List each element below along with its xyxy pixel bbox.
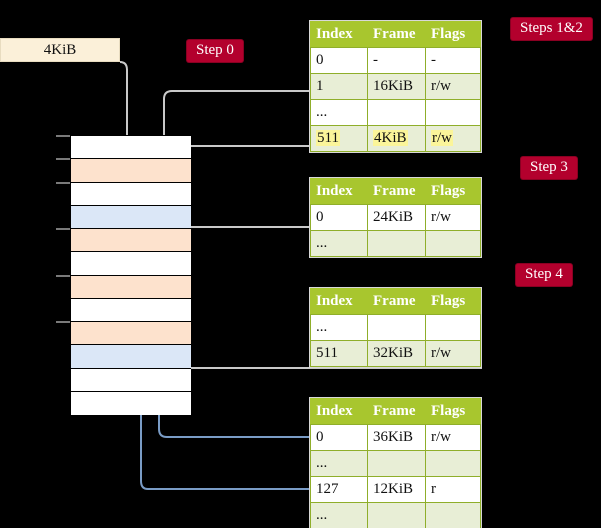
column-header-frame: Frame	[367, 178, 426, 205]
cell-frame	[367, 502, 426, 528]
table-row: 0--	[310, 47, 481, 74]
memory-row-9	[71, 345, 191, 369]
cell-frame	[367, 230, 426, 257]
cell-flags: -	[425, 47, 481, 74]
highlighted-value: 511	[316, 130, 340, 146]
cell-flags	[425, 99, 481, 126]
cell-frame: -	[367, 47, 426, 74]
memory-row-8	[71, 322, 191, 346]
cell-flags	[425, 314, 481, 341]
memory-tick-1	[56, 158, 70, 161]
cell-frame	[367, 450, 426, 477]
memory-row-10	[71, 368, 191, 392]
column-header-index: Index	[310, 21, 368, 48]
cell-flags: r/w	[425, 340, 481, 367]
badge-steps-1-2: Steps 1&2	[511, 18, 592, 40]
cell-index: ...	[310, 230, 368, 257]
cell-index: 0	[310, 47, 368, 74]
table-row: ...	[310, 230, 481, 257]
column-header-index: Index	[310, 398, 368, 425]
cell-index: 127	[310, 476, 368, 503]
page-frame-box: 4KiB	[0, 38, 120, 62]
memory-row-0	[71, 136, 191, 160]
memory-row-2	[71, 182, 191, 206]
cell-index: ...	[310, 99, 368, 126]
memory-row-3	[71, 205, 191, 229]
column-header-frame: Frame	[367, 288, 426, 315]
cell-flags: r/w	[425, 73, 481, 100]
memory-row-7	[71, 298, 191, 322]
highlighted-value: r/w	[431, 130, 453, 146]
column-header-flags: Flags	[425, 21, 481, 48]
badge-step-0: Step 0	[187, 40, 243, 62]
cell-index: 1	[310, 73, 368, 100]
table-row: ...	[310, 502, 481, 528]
column-header-index: Index	[310, 178, 368, 205]
cell-frame: 24KiB	[367, 204, 426, 231]
table-row: ...	[310, 99, 481, 126]
column-header-frame: Frame	[367, 398, 426, 425]
memory-row-5	[71, 252, 191, 276]
table-row: ...	[310, 314, 481, 341]
cell-frame: 16KiB	[367, 73, 426, 100]
memory-row-11	[71, 391, 191, 415]
cell-frame: 36KiB	[367, 424, 426, 451]
memory-row-6	[71, 275, 191, 299]
cell-frame	[367, 314, 426, 341]
memory-tick-6	[56, 274, 70, 277]
memory-tick-4	[56, 228, 70, 230]
cell-flags: r/w	[425, 204, 481, 231]
cell-index: 0	[310, 424, 368, 451]
table-row: ...	[310, 450, 481, 477]
column-header-flags: Flags	[425, 288, 481, 315]
memory-tick-0	[56, 135, 70, 137]
column-header-flags: Flags	[425, 178, 481, 205]
cell-index: 511	[310, 340, 368, 367]
cell-frame: 12KiB	[367, 476, 426, 503]
cell-index: 0	[310, 204, 368, 231]
cell-flags	[425, 450, 481, 477]
cell-frame: 4KiB	[367, 125, 426, 152]
memory-column	[70, 135, 191, 415]
badge-step-3: Step 3	[521, 157, 577, 179]
cell-index: 511	[310, 125, 368, 152]
badge-step-4: Step 4	[516, 264, 572, 286]
cell-flags: r	[425, 476, 481, 503]
column-header-flags: Flags	[425, 398, 481, 425]
table-row: 511 4KiB r/w	[310, 125, 481, 152]
page-frame-label: 4KiB	[43, 42, 77, 58]
cell-index: ...	[310, 314, 368, 341]
cell-flags: r/w	[425, 424, 481, 451]
cell-flags	[425, 230, 481, 257]
memory-row-4	[71, 229, 191, 253]
cell-index: ...	[310, 450, 368, 477]
cell-index: ...	[310, 502, 368, 528]
cell-frame: 32KiB	[367, 340, 426, 367]
memory-tick-8	[56, 321, 70, 323]
column-header-index: Index	[310, 288, 368, 315]
highlighted-value: 4KiB	[373, 130, 408, 146]
cell-flags: r/w	[425, 125, 481, 152]
cell-flags	[425, 502, 481, 528]
memory-row-1	[71, 159, 191, 183]
column-header-frame: Frame	[367, 21, 426, 48]
memory-tick-2	[56, 181, 70, 184]
cell-frame	[367, 99, 426, 126]
